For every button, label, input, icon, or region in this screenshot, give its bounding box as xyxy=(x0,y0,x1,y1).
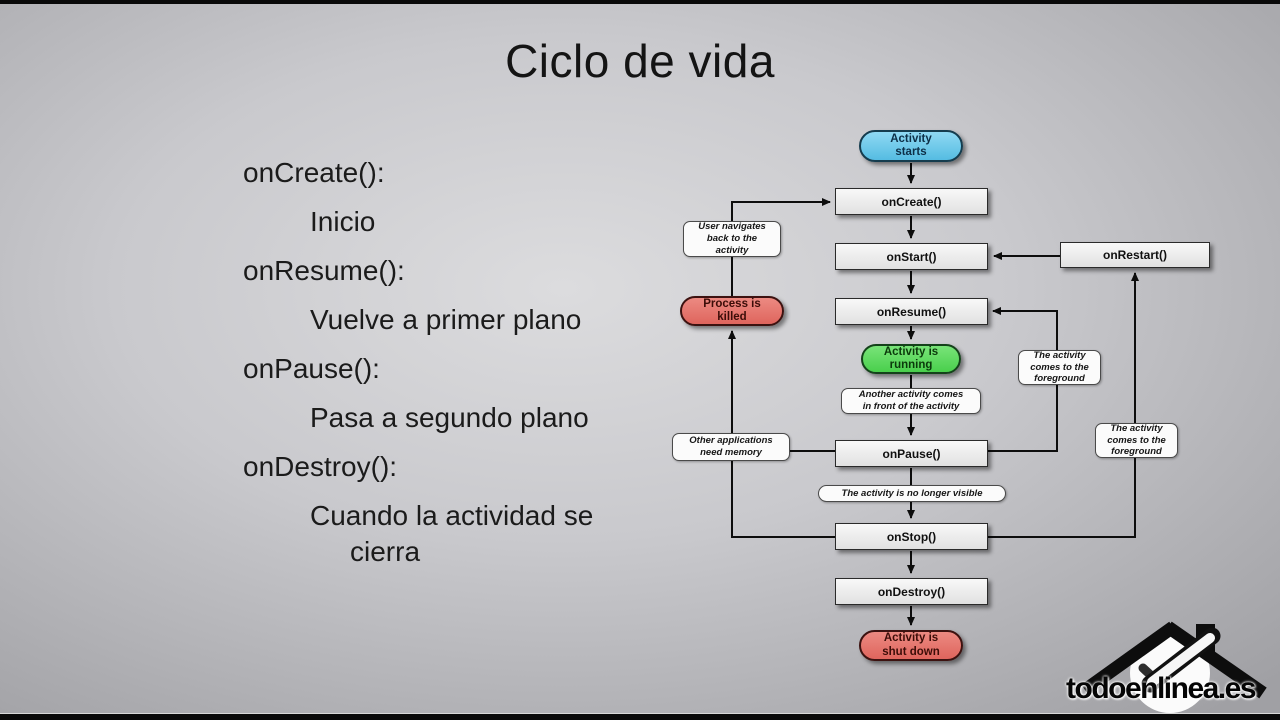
node-onrestart: onRestart() xyxy=(1060,242,1210,268)
list-line: cierra xyxy=(350,536,421,567)
node-activity-running: Activity is running xyxy=(861,344,961,374)
annotation-no-longer-visible: The activity is no longer visible xyxy=(818,485,1006,502)
list-line: onPause(): xyxy=(243,353,380,384)
slide-title: Ciclo de vida xyxy=(505,35,775,87)
watermark-house-logo-icon xyxy=(1081,621,1267,713)
bottom-letterbox-bar xyxy=(0,713,1280,720)
node-activity-shut-down: Activity is shut down xyxy=(859,630,963,661)
list-line: onCreate(): xyxy=(243,157,385,188)
list-line: Pasa a segundo plano xyxy=(310,402,589,433)
annotation-user-navigates: User navigates back to the activity xyxy=(683,221,781,257)
list-line: Vuelve a primer plano xyxy=(310,304,582,335)
node-onpause: onPause() xyxy=(835,440,988,467)
annotation-another-activity: Another activity comes in front of the a… xyxy=(841,388,981,414)
node-ondestroy: onDestroy() xyxy=(835,578,988,605)
list-line: onDestroy(): xyxy=(243,451,398,482)
watermark-text: todoenlinea.es xyxy=(1066,672,1257,705)
annotation-foreground-2: The activity comes to the foreground xyxy=(1095,423,1178,458)
node-process-killed: Process is killed xyxy=(680,296,784,326)
top-letterbox-bar xyxy=(0,0,1280,4)
list-line: Inicio xyxy=(310,206,376,237)
node-onstart: onStart() xyxy=(835,243,988,270)
list-line: Cuando la actividad se xyxy=(310,500,594,531)
node-oncreate: onCreate() xyxy=(835,188,988,215)
node-onstop: onStop() xyxy=(835,523,988,550)
node-activity-starts: Activity starts xyxy=(859,130,963,162)
list-line: onResume(): xyxy=(243,255,405,286)
node-onresume: onResume() xyxy=(835,298,988,325)
annotation-foreground-1: The activity comes to the foreground xyxy=(1018,350,1101,385)
lifecycle-list: onCreate(): Inicio onResume(): Vuelve a … xyxy=(243,155,593,570)
annotation-other-apps: Other applications need memory xyxy=(672,433,790,461)
